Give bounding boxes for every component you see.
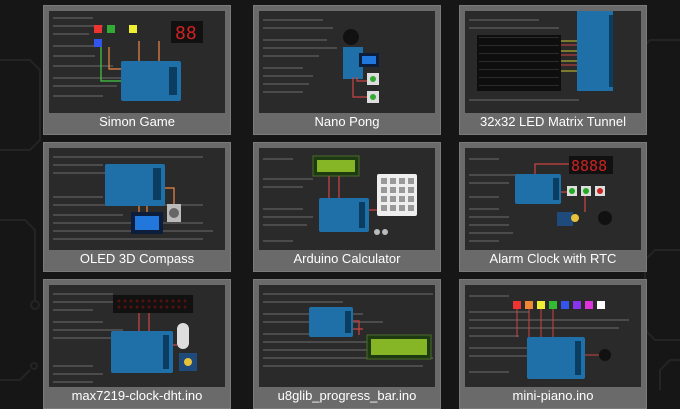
project-title: Alarm Clock with RTC <box>489 251 617 266</box>
svg-text:8888: 8888 <box>571 157 607 175</box>
project-card-progress-bar[interactable]: u8glib_progress_bar.ino <box>253 279 441 409</box>
max7219-clock-breadboard-icon <box>53 293 197 383</box>
project-gallery-grid: 88 Simon Game Nano Pong <box>43 5 647 409</box>
project-title: OLED 3D Compass <box>79 251 195 266</box>
project-card-mini-piano[interactable]: mini-piano.ino <box>459 279 647 409</box>
project-thumbnail: 88 <box>49 11 225 113</box>
project-card-oled-3d-compass[interactable]: OLED 3D Compass <box>43 142 231 272</box>
project-thumbnail <box>465 285 641 387</box>
oled-compass-breadboard-icon <box>53 156 213 240</box>
project-thumbnail <box>49 285 225 387</box>
project-thumbnail <box>465 11 641 113</box>
alarm-clock-breadboard-icon: 8888 <box>469 156 613 242</box>
project-card-max7219-clock[interactable]: max7219-clock-dht.ino <box>43 279 231 409</box>
project-thumbnail <box>259 285 435 387</box>
project-title: 32x32 LED Matrix Tunnel <box>480 114 626 129</box>
simon-game-breadboard-icon: 88 <box>53 17 203 101</box>
project-card-arduino-calculator[interactable]: Arduino Calculator <box>253 142 441 272</box>
project-card-alarm-clock[interactable]: 8888 Alarm Clock with RTC <box>459 142 647 272</box>
project-title: mini-piano.ino <box>512 388 594 403</box>
project-thumbnail <box>259 148 435 250</box>
mini-piano-breadboard-icon <box>469 295 629 379</box>
progress-bar-breadboard-icon <box>263 293 433 367</box>
project-thumbnail: 8888 <box>465 148 641 250</box>
project-title: Nano Pong <box>314 114 380 129</box>
project-title: Simon Game <box>99 114 175 129</box>
calculator-breadboard-icon <box>263 155 417 242</box>
project-card-led-matrix-tunnel[interactable]: 32x32 LED Matrix Tunnel <box>459 5 647 135</box>
project-thumbnail <box>49 148 225 250</box>
project-card-simon-game[interactable]: 88 Simon Game <box>43 5 231 135</box>
project-title: u8glib_progress_bar.ino <box>277 388 417 403</box>
nano-pong-breadboard-icon <box>263 19 379 103</box>
project-title: Arduino Calculator <box>293 251 401 266</box>
led-matrix-breadboard-icon <box>469 11 613 101</box>
project-title: max7219-clock-dht.ino <box>71 388 203 403</box>
svg-text:88: 88 <box>175 23 197 44</box>
project-card-nano-pong[interactable]: Nano Pong <box>253 5 441 135</box>
project-thumbnail <box>259 11 435 113</box>
